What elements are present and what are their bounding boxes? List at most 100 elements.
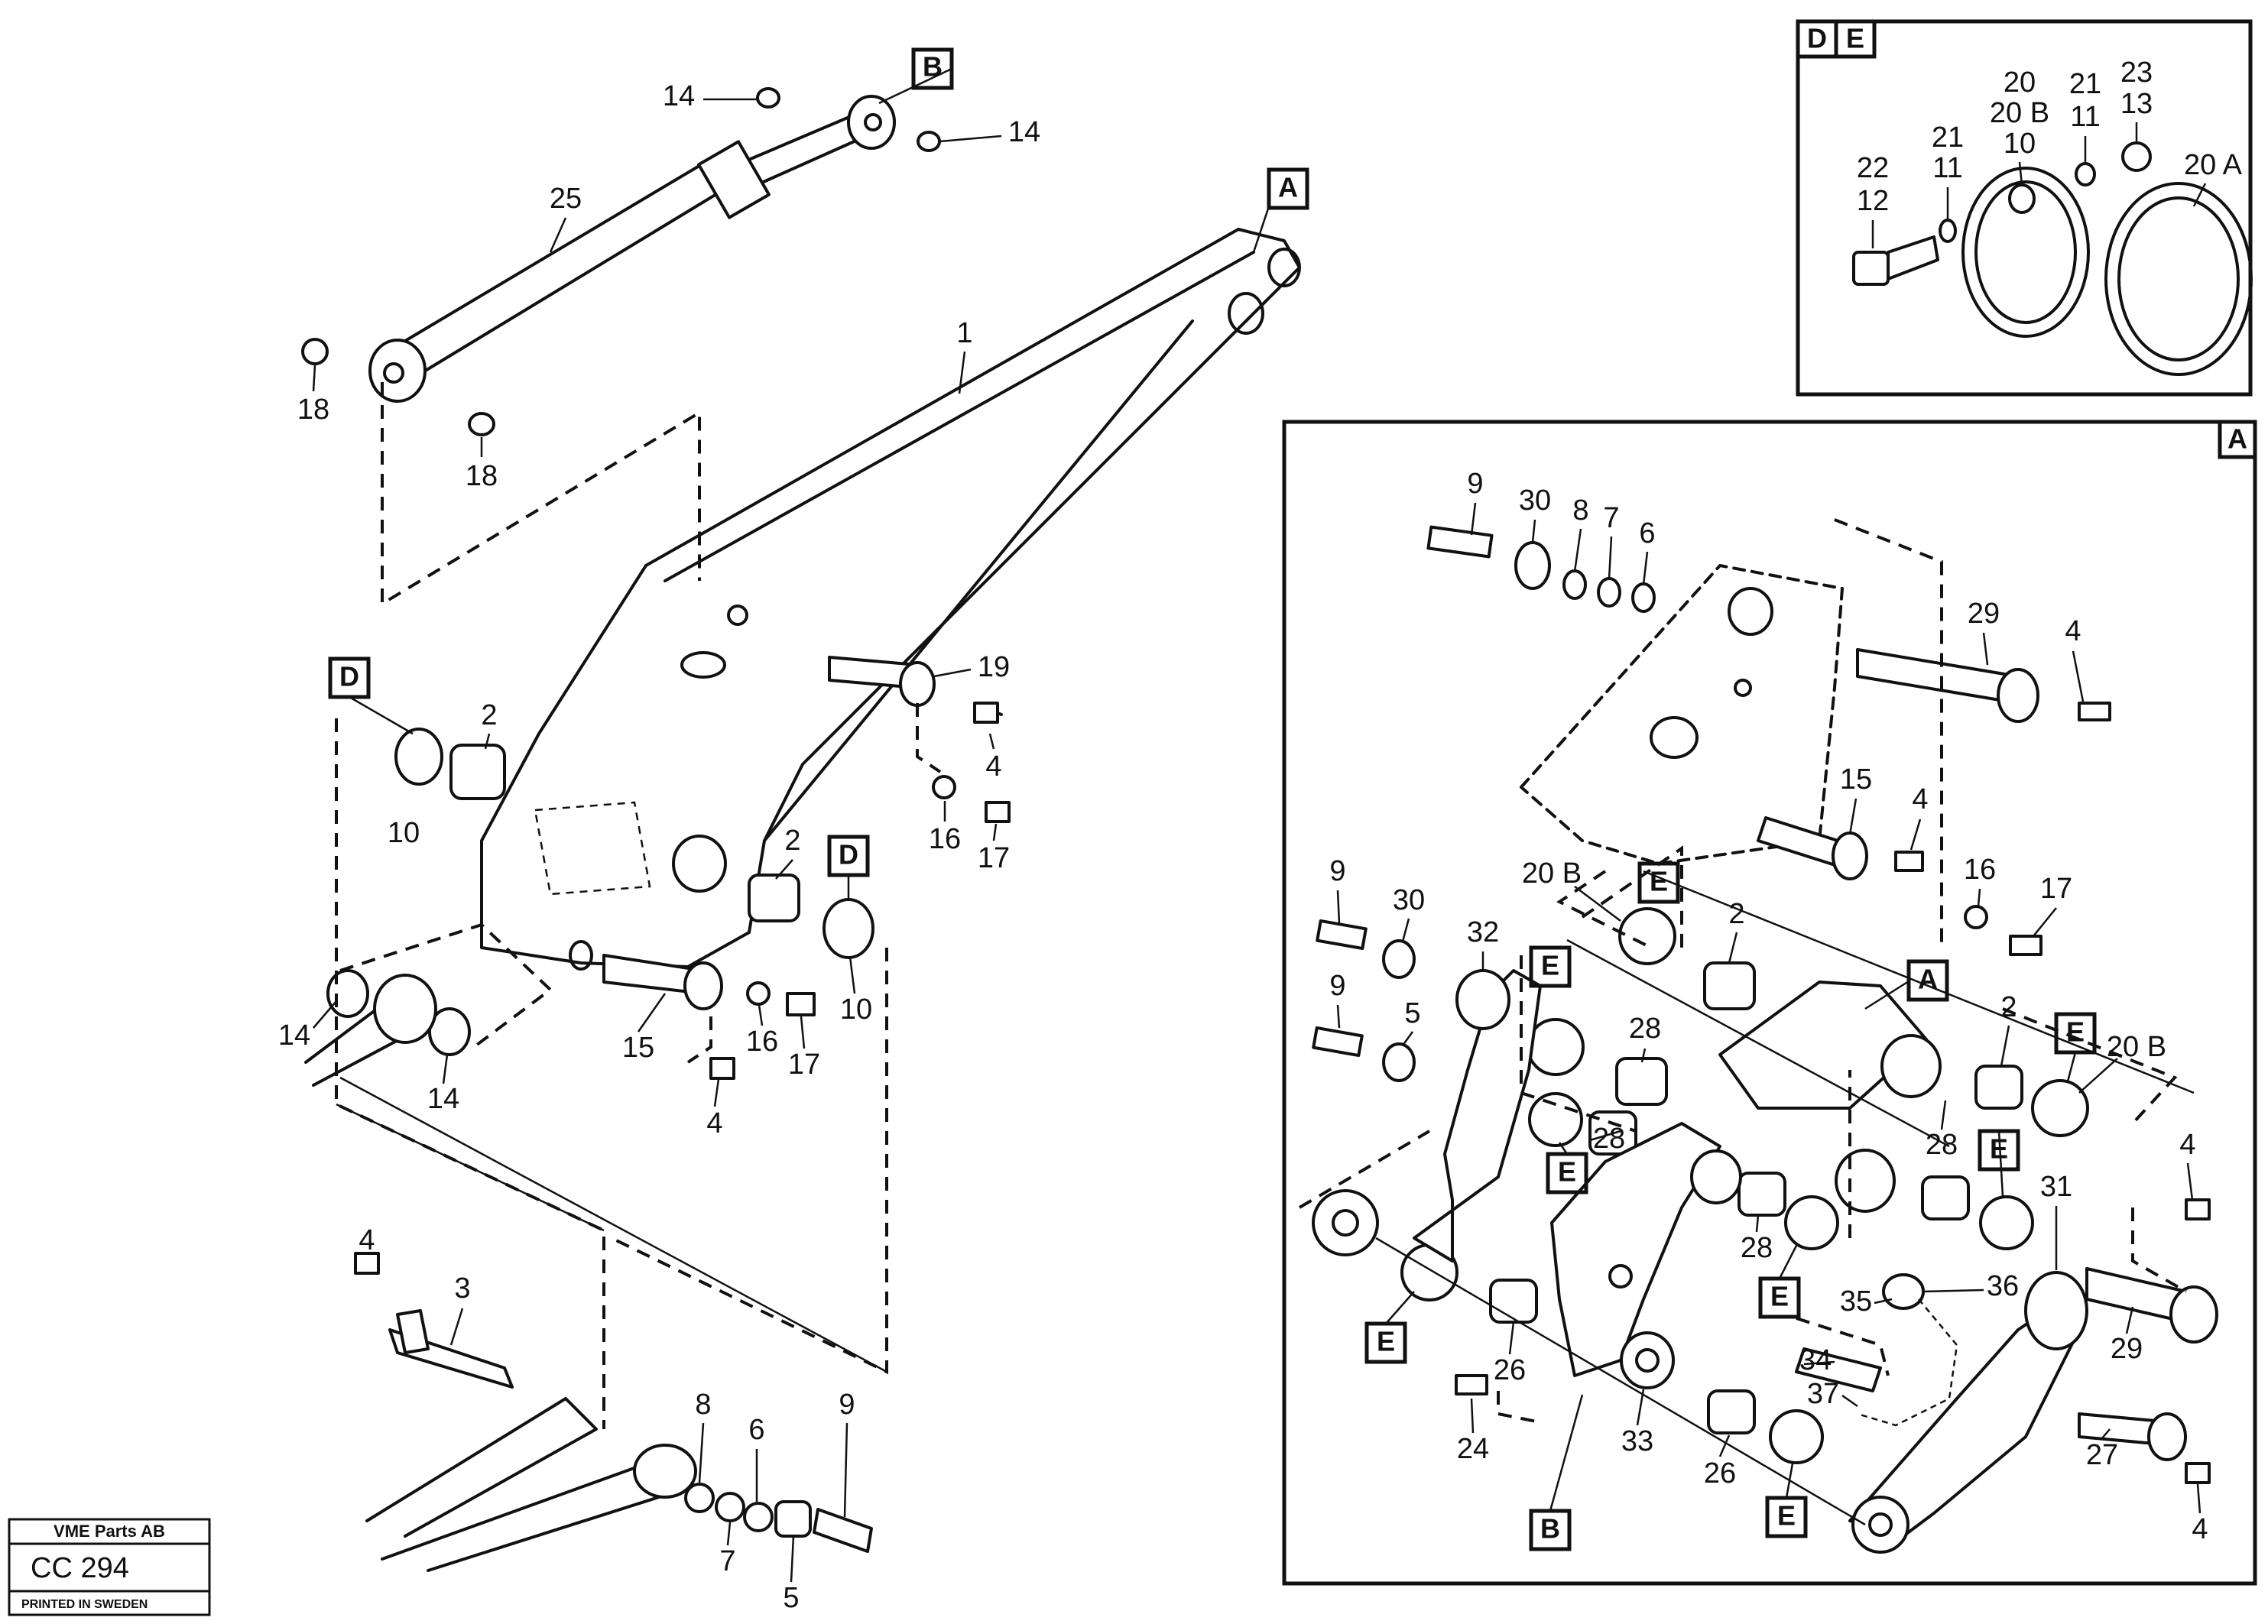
- svg-text:14: 14: [427, 1083, 459, 1115]
- svg-text:E: E: [1770, 1281, 1789, 1312]
- svg-text:28: 28: [1926, 1129, 1958, 1161]
- svg-text:20 B: 20 B: [1522, 857, 1582, 890]
- svg-text:8: 8: [1572, 494, 1588, 527]
- svg-text:11: 11: [1932, 152, 1962, 184]
- svg-text:25: 25: [550, 183, 582, 215]
- svg-text:20 B: 20 B: [2107, 1031, 2166, 1063]
- title-block: VME Parts AB CC 294 PRINTED IN SWEDEN: [8, 1518, 211, 1616]
- svg-text:10: 10: [388, 817, 420, 849]
- svg-text:4: 4: [985, 750, 1001, 783]
- svg-text:30: 30: [1519, 485, 1551, 517]
- title-block-printed: PRINTED IN SWEDEN: [21, 1598, 148, 1611]
- detail-DE-parts: [1852, 141, 2253, 376]
- detail-A-dashed-lines: [1298, 518, 2195, 1526]
- left-pins-bushings: [301, 87, 1011, 1087]
- svg-text:22: 22: [1857, 152, 1889, 184]
- svg-text:9: 9: [1329, 855, 1345, 887]
- svg-text:16: 16: [929, 823, 961, 855]
- svg-text:21: 21: [2069, 68, 2101, 100]
- svg-text:4: 4: [706, 1107, 722, 1139]
- svg-text:4: 4: [359, 1224, 375, 1256]
- svg-text:34: 34: [1799, 1344, 1832, 1376]
- title-block-company: VME Parts AB: [54, 1522, 165, 1541]
- svg-text:13: 13: [2120, 88, 2153, 120]
- svg-text:17: 17: [978, 842, 1010, 874]
- part-number-callouts: 25 14 14 1 18 18 19 2 10 4 16 17 2 10 15…: [278, 57, 2243, 1614]
- svg-text:37: 37: [1807, 1378, 1839, 1410]
- svg-text:4: 4: [2192, 1513, 2208, 1545]
- detail-DE-label-e-box: [1834, 19, 1877, 59]
- svg-text:28: 28: [1629, 1013, 1661, 1045]
- svg-text:4: 4: [2179, 1129, 2195, 1161]
- svg-text:29: 29: [2111, 1333, 2143, 1365]
- svg-text:19: 19: [978, 651, 1010, 683]
- svg-text:31: 31: [2040, 1171, 2072, 1203]
- svg-text:4: 4: [1912, 783, 1928, 815]
- svg-text:15: 15: [622, 1032, 654, 1064]
- svg-text:4: 4: [2065, 615, 2081, 647]
- svg-text:17: 17: [788, 1049, 820, 1081]
- svg-text:6: 6: [748, 1414, 764, 1446]
- svg-text:B: B: [1540, 1513, 1560, 1545]
- detail-A-label: A: [2227, 423, 2247, 455]
- svg-text:2: 2: [481, 699, 497, 731]
- detail-DE-label-d: D: [1807, 23, 1827, 54]
- detail-DE-label-e: E: [1846, 23, 1864, 54]
- svg-text:10: 10: [840, 994, 872, 1026]
- svg-text:D: D: [839, 839, 858, 870]
- svg-text:A: A: [1918, 964, 1938, 995]
- svg-text:18: 18: [466, 460, 498, 492]
- svg-text:9: 9: [1329, 970, 1345, 1002]
- svg-text:20: 20: [2004, 66, 2036, 99]
- svg-text:27: 27: [2086, 1439, 2118, 1471]
- title-block-code: CC 294: [31, 1552, 129, 1584]
- detail-A-label-box: [2218, 420, 2257, 459]
- detail-A-frame: [1282, 420, 2257, 1586]
- boom-arm: [480, 228, 1301, 971]
- dashed-assembly-lines-left: [335, 382, 942, 1429]
- lower-linkage: [354, 1252, 873, 1572]
- svg-text:2: 2: [1728, 898, 1744, 930]
- svg-text:10: 10: [2004, 128, 2036, 160]
- svg-text:12: 12: [1857, 185, 1889, 217]
- svg-text:16: 16: [1964, 854, 1996, 886]
- svg-text:26: 26: [1704, 1457, 1736, 1489]
- svg-text:E: E: [1777, 1500, 1796, 1532]
- svg-text:32: 32: [1467, 916, 1499, 948]
- svg-text:26: 26: [1494, 1354, 1526, 1386]
- svg-text:35: 35: [1840, 1285, 1872, 1318]
- detail-A-parts: [1312, 525, 2218, 1554]
- svg-text:E: E: [1541, 950, 1559, 981]
- svg-text:2: 2: [784, 825, 800, 857]
- svg-text:14: 14: [278, 1019, 310, 1052]
- svg-text:30: 30: [1393, 884, 1425, 916]
- svg-text:2: 2: [2000, 991, 2017, 1023]
- detail-DE-frame: [1796, 19, 2253, 397]
- svg-text:20 B: 20 B: [1990, 97, 2049, 129]
- svg-text:23: 23: [2120, 57, 2153, 89]
- svg-text:20 A: 20 A: [2184, 149, 2243, 181]
- svg-text:18: 18: [297, 394, 329, 426]
- svg-text:21: 21: [1932, 122, 1964, 154]
- svg-text:8: 8: [695, 1389, 711, 1421]
- svg-text:29: 29: [1968, 598, 2000, 630]
- svg-text:E: E: [1650, 866, 1668, 897]
- svg-text:A: A: [1278, 172, 1298, 203]
- svg-text:33: 33: [1621, 1425, 1653, 1457]
- svg-text:36: 36: [1987, 1270, 2019, 1302]
- svg-text:E: E: [2066, 1016, 2085, 1048]
- svg-text:5: 5: [783, 1582, 799, 1614]
- svg-text:7: 7: [1603, 502, 1619, 534]
- svg-text:9: 9: [839, 1389, 855, 1421]
- svg-text:7: 7: [719, 1545, 735, 1577]
- svg-text:14: 14: [1008, 116, 1040, 148]
- svg-text:D: D: [339, 661, 359, 692]
- svg-text:5: 5: [1404, 997, 1420, 1029]
- svg-text:E: E: [1377, 1326, 1395, 1357]
- svg-text:3: 3: [454, 1272, 470, 1305]
- svg-text:9: 9: [1467, 468, 1483, 500]
- svg-text:E: E: [1558, 1156, 1576, 1188]
- svg-text:1: 1: [956, 317, 972, 349]
- svg-text:6: 6: [1639, 517, 1655, 549]
